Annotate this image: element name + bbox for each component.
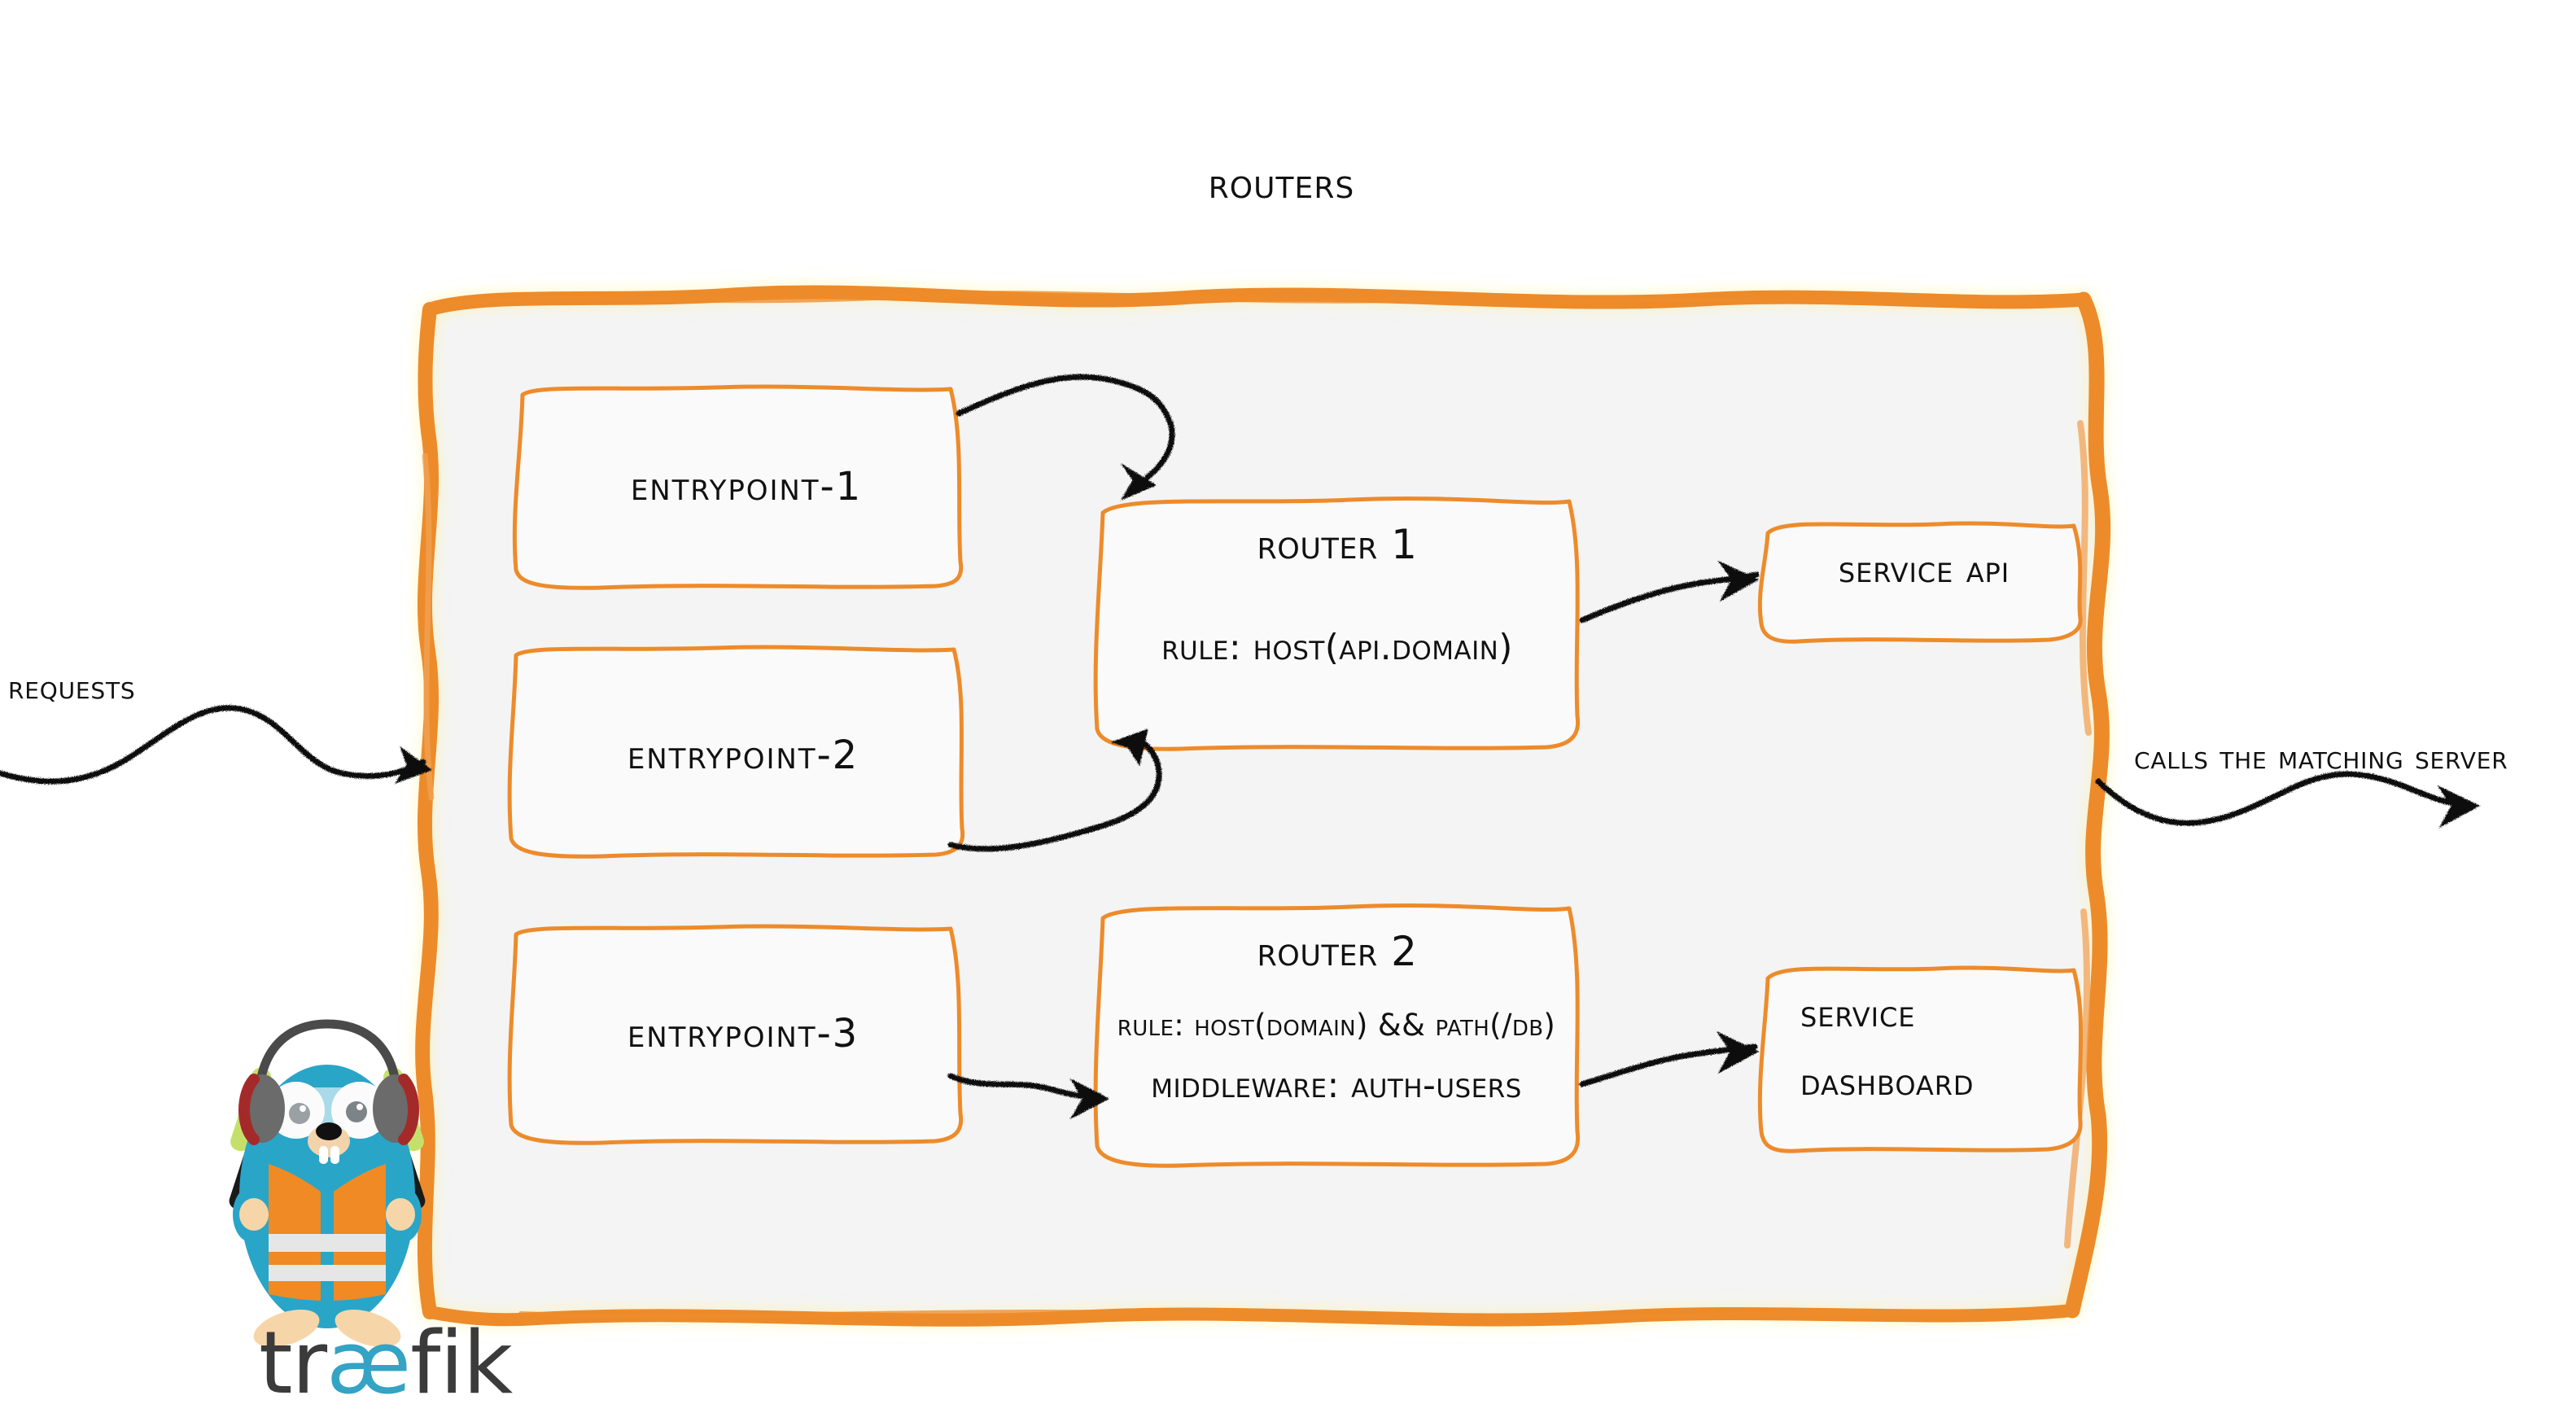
entrypoint-1-label[interactable]: entrypoint-1: [630, 464, 863, 510]
wordmark-tr: tr: [259, 1313, 327, 1413]
service-dashboard-line2[interactable]: Dashboard: [1800, 1060, 1975, 1104]
wordmark-fik: fik: [410, 1313, 513, 1413]
traefik-gopher-mascot: [229, 1019, 426, 1348]
calls-matching-server-label: Calls the matching server: [2134, 739, 2508, 776]
routers-panel: [415, 285, 2111, 1327]
page-title: Routers: [0, 160, 2576, 208]
router-2-rule: rule: Host(domain) && Path(/db): [1117, 1008, 1556, 1043]
service-api-label[interactable]: Service API: [1838, 547, 2010, 591]
router-1-rule: rule: Host(api.domain): [1161, 627, 1513, 668]
traefik-wordmark: træfik: [259, 1320, 513, 1406]
service-boxes: [1757, 521, 2084, 1153]
routers-title-text: Routers: [1208, 160, 1355, 208]
entrypoint-2-label[interactable]: entrypoint-2: [627, 733, 859, 778]
service-dashboard-line1[interactable]: Service: [1800, 991, 1916, 1035]
router-1-title[interactable]: Router 1: [1257, 521, 1418, 568]
wordmark-ae-ligature: æ: [326, 1313, 411, 1413]
router-2-title[interactable]: Router 2: [1257, 928, 1418, 975]
requests-label: Requests: [8, 669, 136, 706]
entrypoint-3-label[interactable]: entrypoint-3: [627, 1011, 859, 1056]
router-2-middleware: Middleware: auth-users: [1151, 1065, 1522, 1106]
